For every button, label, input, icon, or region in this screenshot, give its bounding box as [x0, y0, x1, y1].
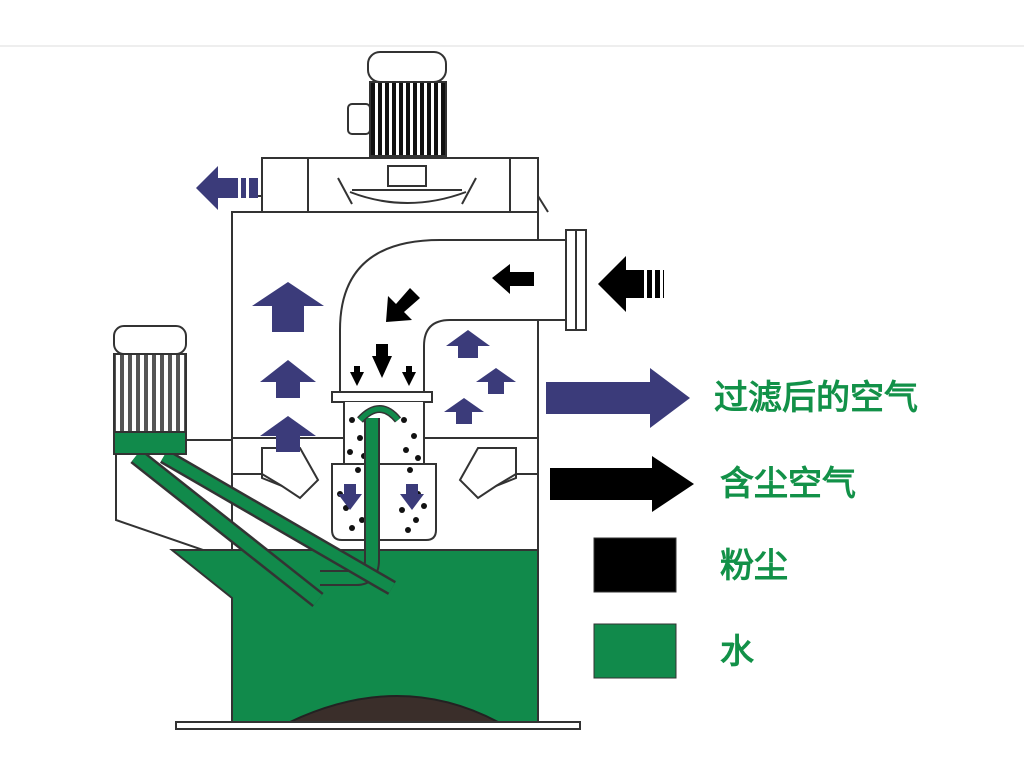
diagonal-arrow-icon	[386, 288, 420, 322]
up-arrow-icon	[260, 416, 316, 452]
motor-icon	[347, 51, 447, 167]
up-arrow-icon	[476, 368, 516, 394]
down-arrow-icon	[350, 366, 364, 386]
legend-label-dust: 粉尘	[720, 546, 788, 586]
down-arrow-icon	[338, 484, 362, 510]
water-pipes	[130, 405, 402, 608]
left-arrow-icon	[492, 264, 534, 294]
baffles	[232, 447, 538, 500]
outlet-arrow-icon	[196, 166, 258, 210]
up-arrow-icon	[260, 360, 316, 398]
up-arrow-icon	[444, 398, 484, 424]
legend-dusty-air-arrow-icon	[550, 456, 694, 512]
legend-water-swatch	[593, 623, 677, 679]
up-arrow-icon	[446, 330, 490, 358]
inlet-arrow-icon	[598, 256, 664, 312]
sludge-deposit	[289, 695, 499, 723]
legend-filtered-air-arrow-icon	[546, 368, 690, 428]
down-arrow-icon	[372, 344, 392, 378]
legend-label-dusty-air: 含尘空气	[720, 464, 856, 504]
dusty-air-arrows	[350, 256, 694, 512]
legend-label-filtered-air: 过滤后的空气	[714, 378, 918, 418]
fan-housing	[232, 157, 549, 213]
legend-dust-swatch	[593, 537, 677, 593]
down-arrow-icon	[402, 366, 416, 386]
up-arrow-icon	[252, 282, 324, 332]
filtered-air-arrows	[196, 166, 690, 510]
pump-motor-icon	[113, 325, 187, 455]
legend-label-water: 水	[720, 632, 754, 672]
down-arrow-icon	[400, 484, 424, 510]
